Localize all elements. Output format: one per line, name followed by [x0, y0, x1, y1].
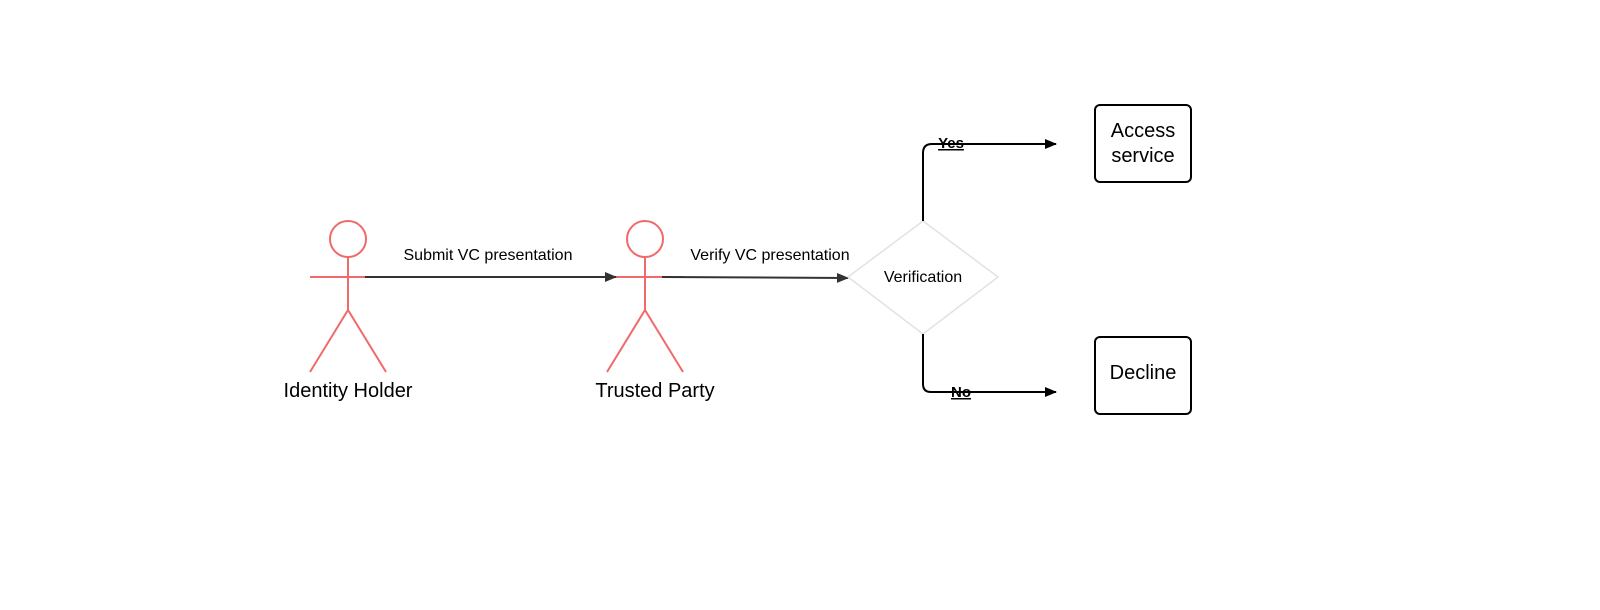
decline-box[interactable] — [1094, 336, 1192, 415]
no-branch-arrow[interactable] — [922, 334, 1057, 397]
access-service-label-line2: service — [1111, 145, 1174, 167]
verification-label: Verification — [884, 269, 962, 286]
access-service-label-line1: Access — [1111, 120, 1175, 142]
verify-edge-label: Verify VC presentation — [690, 247, 849, 264]
submit-edge-label: Submit VC presentation — [404, 247, 573, 264]
no-branch-label: No — [951, 384, 971, 401]
verify-arrow[interactable] — [661, 272, 849, 283]
identity-holder-label: Identity Holder — [284, 380, 413, 402]
yes-branch-label: Yes — [938, 135, 964, 152]
trusted-party-label: Trusted Party — [595, 380, 714, 402]
identity-holder-actor-icon[interactable] — [309, 220, 387, 373]
yes-branch-arrow[interactable] — [922, 139, 1057, 221]
access-service-box[interactable] — [1094, 104, 1192, 183]
trusted-party-actor-icon[interactable] — [606, 220, 684, 373]
decline-label: Decline — [1110, 362, 1177, 384]
